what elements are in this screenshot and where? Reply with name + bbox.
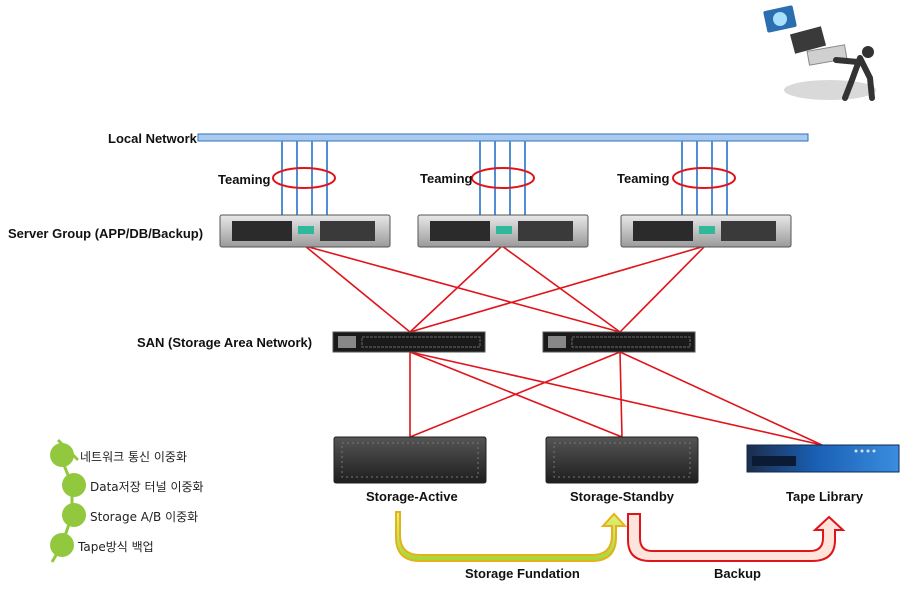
corner-illustration xyxy=(763,5,876,101)
server-2 xyxy=(417,214,589,248)
fc-links-servers-to-san xyxy=(304,245,706,333)
teaming-label-1: Teaming xyxy=(218,172,271,187)
storage-active-label: Storage-Active xyxy=(366,489,458,504)
teaming-ring-2 xyxy=(471,167,535,189)
storage-active-unit xyxy=(333,436,487,484)
tape-library-unit xyxy=(746,444,900,473)
legend-item-1: 네트워크 통신 이중화 xyxy=(80,450,187,464)
tape-library-label: Tape Library xyxy=(786,489,864,504)
teaming-ring-3 xyxy=(672,167,736,189)
legend-item-4: Tape방식 백업 xyxy=(78,540,154,554)
teaming-label-2: Teaming xyxy=(420,171,473,186)
storage-fundation-label: Storage Fundation xyxy=(465,566,580,581)
teaming-ring-1 xyxy=(272,167,336,189)
network-uplinks xyxy=(281,141,728,215)
san-switch-2 xyxy=(542,331,696,353)
fc-links-san-to-storage xyxy=(409,351,823,446)
backup-arrow xyxy=(627,513,846,562)
storage-standby-unit xyxy=(545,436,699,484)
legend-item-3: Storage A/B 이중화 xyxy=(90,510,199,524)
backup-label: Backup xyxy=(714,566,761,581)
server-3 xyxy=(620,214,792,248)
san-label: SAN (Storage Area Network) xyxy=(137,335,313,350)
legend-graphic xyxy=(50,438,86,563)
storage-fundation-arrow xyxy=(395,511,628,562)
teaming-label-3: Teaming xyxy=(617,171,670,186)
server-1 xyxy=(219,214,391,248)
legend-item-2: Data저장 터널 이중화 xyxy=(90,480,204,494)
storage-standby-label: Storage-Standby xyxy=(570,489,675,504)
local-network-bar xyxy=(197,133,809,142)
san-switch-1 xyxy=(332,331,486,353)
local-network-label: Local Network xyxy=(108,131,197,146)
server-group-label: Server Group (APP/DB/Backup) xyxy=(8,226,204,241)
